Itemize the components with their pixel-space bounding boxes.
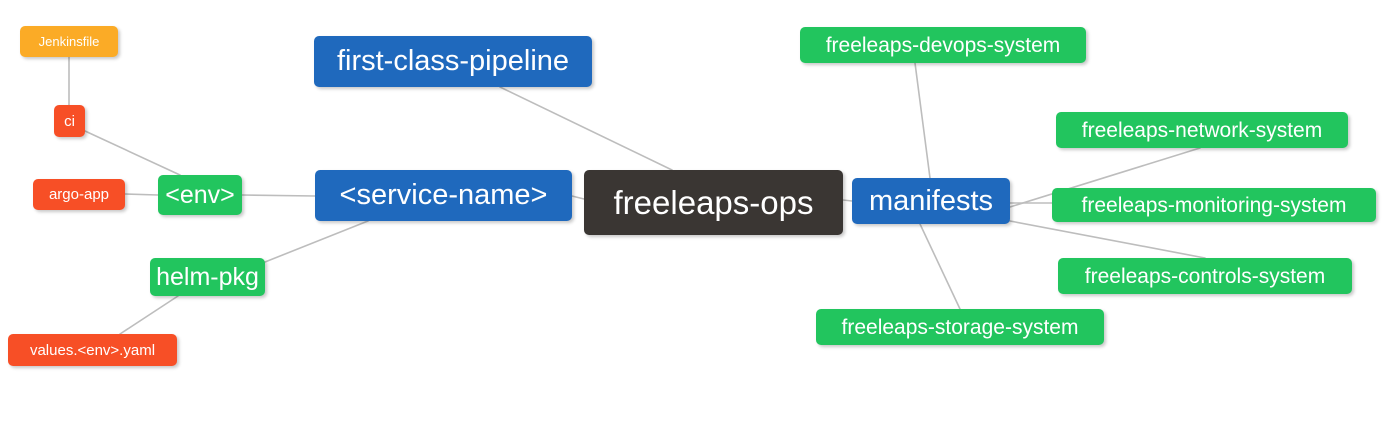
mindmap-edge-service-name-to-env xyxy=(241,194,316,197)
mindmap-edge-env-to-argo-app xyxy=(124,193,159,196)
mindmap-edge-env-to-ci xyxy=(84,130,181,176)
mindmap-node-label: first-class-pipeline xyxy=(336,45,570,77)
mindmap-node-freeleaps-network-system[interactable]: freeleaps-network-system xyxy=(1056,112,1348,148)
mindmap-edge-freeleaps-ops-to-first-class-pipeline xyxy=(499,86,673,171)
mindmap-node-freeleaps-devops-system[interactable]: freeleaps-devops-system xyxy=(800,27,1086,63)
mindmap-node-label: freeleaps-monitoring-system xyxy=(1081,193,1347,217)
mindmap-node-freeleaps-ops[interactable]: freeleaps-ops xyxy=(584,170,843,235)
mindmap-node-freeleaps-storage-system[interactable]: freeleaps-storage-system xyxy=(816,309,1104,345)
mindmap-edge-manifests-to-freeleaps-controls-system xyxy=(1009,220,1206,259)
mindmap-node-freeleaps-controls-system[interactable]: freeleaps-controls-system xyxy=(1058,258,1352,294)
mindmap-node-ci[interactable]: ci xyxy=(54,105,85,137)
mindmap-node-label: argo-app xyxy=(48,186,110,203)
mindmap-node-label: helm-pkg xyxy=(156,262,259,291)
mindmap-node-manifests[interactable]: manifests xyxy=(852,178,1010,224)
mindmap-edge-manifests-to-freeleaps-storage-system xyxy=(919,223,961,310)
mindmap-node-label: values.<env>.yaml xyxy=(29,341,156,359)
mindmap-node-helm-pkg[interactable]: helm-pkg xyxy=(150,258,265,296)
mindmap-node-label: freeleaps-devops-system xyxy=(825,33,1061,57)
mindmap-node-label: Jenkinsfile xyxy=(38,34,100,49)
mindmap-node-label: freeleaps-ops xyxy=(613,184,814,221)
mindmap-node-argo-app[interactable]: argo-app xyxy=(33,179,125,210)
mindmap-edge-manifests-to-freeleaps-devops-system xyxy=(914,62,931,179)
mindmap-node-label: freeleaps-controls-system xyxy=(1084,264,1326,288)
mindmap-node-jenkinsfile[interactable]: Jenkinsfile xyxy=(20,26,118,57)
mindmap-node-env[interactable]: <env> xyxy=(158,175,242,215)
mindmap-node-freeleaps-monitoring-system[interactable]: freeleaps-monitoring-system xyxy=(1052,188,1376,222)
mindmap-node-label: freeleaps-storage-system xyxy=(841,315,1079,339)
mindmap-node-first-class-pipeline[interactable]: first-class-pipeline xyxy=(314,36,592,87)
mindmap-node-label: manifests xyxy=(868,184,994,217)
mindmap-node-values-yaml[interactable]: values.<env>.yaml xyxy=(8,334,177,366)
mindmap-edge-helm-pkg-to-values-yaml xyxy=(119,295,179,335)
mindmap-edge-freeleaps-ops-to-manifests xyxy=(842,199,853,202)
mindmap-node-label: <service-name> xyxy=(339,179,548,211)
mindmap-node-label: <env> xyxy=(165,180,235,209)
mindmap-edge-service-name-to-helm-pkg xyxy=(264,220,369,263)
mindmap-node-label: ci xyxy=(64,112,75,130)
mindmap-edge-freeleaps-ops-to-service-name xyxy=(571,195,585,200)
mindmap-node-service-name[interactable]: <service-name> xyxy=(315,170,572,221)
mindmap-node-label: freeleaps-network-system xyxy=(1081,118,1323,142)
